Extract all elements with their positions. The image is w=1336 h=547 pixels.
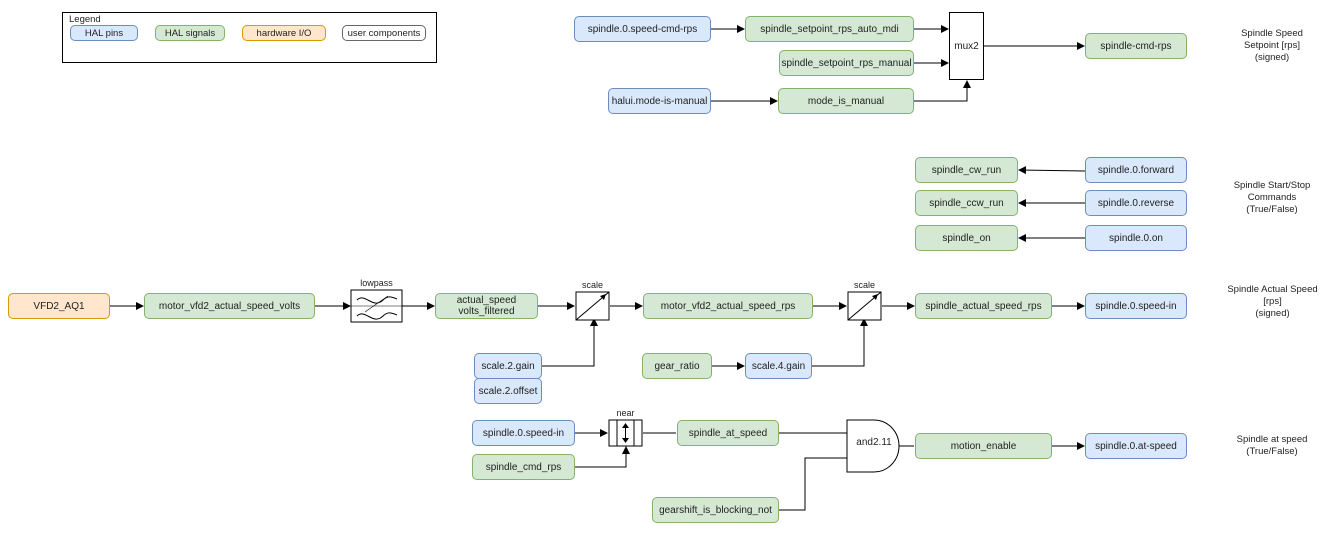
node-gearshift-is-blocking-not[interactable]: gearshift_is_blocking_not xyxy=(652,497,779,523)
node-spindle-on-pin[interactable]: spindle.0.on xyxy=(1085,225,1187,251)
scale-block-1 xyxy=(575,291,610,321)
node-spindle-reverse[interactable]: spindle.0.reverse xyxy=(1085,190,1187,216)
node-gear-ratio[interactable]: gear_ratio xyxy=(642,353,712,379)
connector xyxy=(542,318,598,367)
node-line-1: actual_speed xyxy=(456,295,517,306)
scale-label-2: scale xyxy=(853,280,875,290)
label-setpoint: Spindle Speed Setpoint [rps] (signed) xyxy=(1241,28,1303,63)
legend-item-hal-signals: HAL signals xyxy=(155,25,225,41)
node-spindle-forward[interactable]: spindle.0.forward xyxy=(1085,157,1187,183)
scale-block-2 xyxy=(847,291,882,321)
node-spindle-speed-in-2[interactable]: spindle.0.speed-in xyxy=(472,420,575,446)
near-label: near xyxy=(616,408,635,418)
connector xyxy=(914,80,971,102)
legend-item-hal-pins: HAL pins xyxy=(70,25,138,41)
node-spindle-cw-run[interactable]: spindle_cw_run xyxy=(915,157,1018,183)
node-halui-mode-is-manual[interactable]: halui.mode-is-manual xyxy=(608,88,711,114)
node-spindle-cmd-rps[interactable]: spindle-cmd-rps xyxy=(1085,33,1187,59)
node-mode-is-manual[interactable]: mode_is_manual xyxy=(778,88,914,114)
node-motor-vfd2-actual-speed-rps[interactable]: motor_vfd2_actual_speed_rps xyxy=(643,293,813,319)
label-actual-speed: Spindle Actual Speed [rps] (signed) xyxy=(1227,284,1318,319)
node-line-2: volts_filtered xyxy=(458,306,515,317)
lowpass-label: lowpass xyxy=(360,278,393,288)
node-spindle-ccw-run[interactable]: spindle_ccw_run xyxy=(915,190,1018,216)
scale-label-1: scale xyxy=(581,280,603,290)
and2-label: and2.11 xyxy=(856,437,892,448)
connector xyxy=(812,318,868,367)
connector xyxy=(575,446,630,468)
connector xyxy=(779,457,847,511)
node-speed-cmd-rps[interactable]: spindle.0.speed-cmd-rps xyxy=(574,16,711,42)
lowpass-block xyxy=(350,289,403,323)
mux2-block: mux2 xyxy=(949,12,984,80)
node-spindle-cmd-rps-sig[interactable]: spindle_cmd_rps xyxy=(472,454,575,480)
legend: Legend xyxy=(62,12,437,63)
node-setpoint-manual[interactable]: spindle_setpoint_rps_manual xyxy=(779,50,914,76)
node-scale2-offset[interactable]: scale.2.offset xyxy=(474,378,542,404)
node-spindle-actual-speed-rps[interactable]: spindle_actual_speed_rps xyxy=(915,293,1052,319)
node-setpoint-auto-mdi[interactable]: spindle_setpoint_rps_auto_mdi xyxy=(745,16,914,42)
and-gate-shape xyxy=(846,419,900,473)
label-start-stop: Spindle Start/Stop Commands (True/False) xyxy=(1233,180,1311,215)
node-vfd2-aq1[interactable]: VFD2_AQ1 xyxy=(8,293,110,319)
legend-item-user-components: user components xyxy=(342,25,426,41)
node-spindle-on[interactable]: spindle_on xyxy=(915,225,1018,251)
node-motor-vfd2-actual-speed-volts[interactable]: motor_vfd2_actual_speed_volts xyxy=(144,293,315,319)
legend-title: Legend xyxy=(69,14,101,25)
near-block xyxy=(608,419,643,447)
legend-item-hardware-io: hardware I/O xyxy=(242,25,326,41)
node-spindle-at-speed-pin[interactable]: spindle.0.at-speed xyxy=(1085,433,1187,459)
node-actual-speed-volts-filtered[interactable]: actual_speed volts_filtered xyxy=(435,293,538,319)
label-at-speed: Spindle at speed (True/False) xyxy=(1236,434,1308,457)
node-scale2-gain[interactable]: scale.2.gain xyxy=(474,353,542,379)
node-spindle-at-speed[interactable]: spindle_at_speed xyxy=(677,420,779,446)
connector xyxy=(1018,166,1086,175)
node-motion-enable[interactable]: motion_enable xyxy=(915,433,1052,459)
node-spindle-speed-in[interactable]: spindle.0.speed-in xyxy=(1085,293,1187,319)
node-scale4-gain[interactable]: scale.4.gain xyxy=(745,353,812,379)
